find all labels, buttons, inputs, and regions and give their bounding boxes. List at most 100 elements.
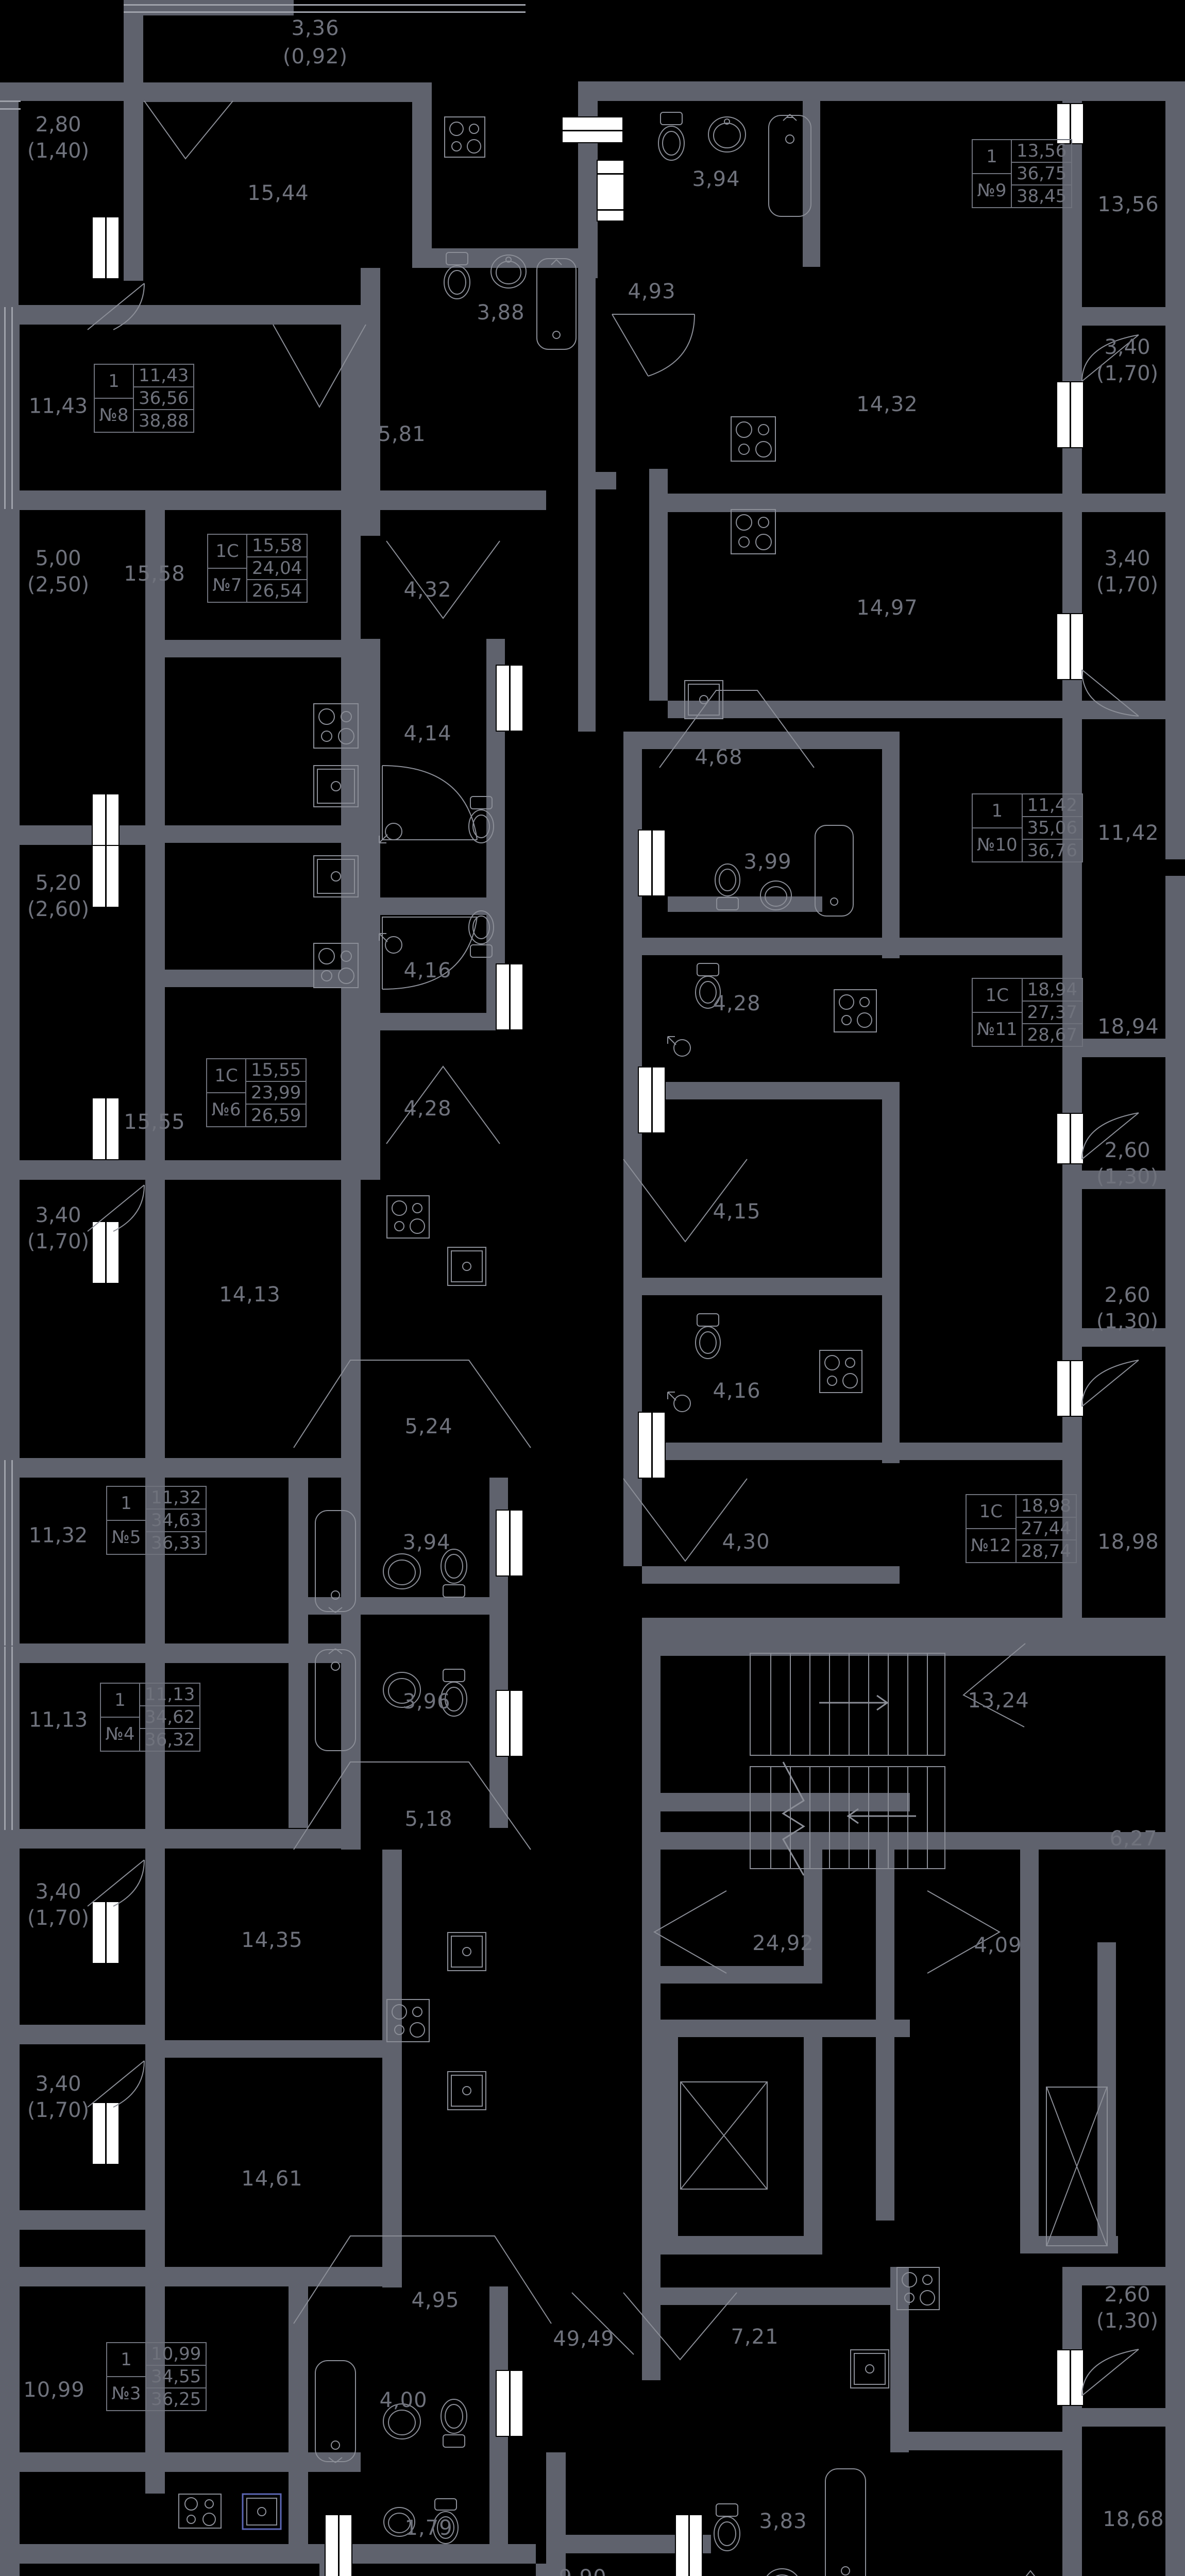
apt-living-area: 15,55 <box>246 1059 306 1082</box>
door-swing-31 <box>1077 2344 1144 2401</box>
apartment-info-apt-4[interactable]: 1 №4 11,13 34,62 36,32 <box>100 1683 201 1752</box>
apt-total-area: 28,74 <box>1021 1541 1071 1562</box>
balcony-line-top-left-b <box>0 108 21 110</box>
wall-h-r8 <box>900 1637 1185 1656</box>
balcony-area: 11,13 <box>28 1708 88 1732</box>
door-swing-20 <box>618 1154 752 1247</box>
balcony-label: 5,00 (2,50) <box>27 546 89 598</box>
apt-number: №6 <box>211 1099 241 1120</box>
apartment-info-apt-5[interactable]: 1 №5 11,32 34,63 36,33 <box>106 1486 207 1555</box>
toilet-icon-6 <box>690 963 725 1013</box>
apt-rooms: 1 <box>107 1487 145 1521</box>
wall-top-band <box>578 81 1185 101</box>
apt-living-area: 18,98 <box>1016 1495 1076 1518</box>
area-label: 4,28 <box>713 992 761 1015</box>
balcony-area: 2,60 <box>1104 1283 1150 1307</box>
wall-vert-b <box>412 82 432 268</box>
wall-right-edge-1 <box>1165 81 1185 324</box>
balcony-coef: (2,60) <box>27 897 90 921</box>
wall-h-l14 <box>0 2025 165 2044</box>
area-label: 4,32 <box>403 578 452 602</box>
wall-h-left-3 <box>0 490 361 510</box>
apartment-info-apt-9[interactable]: 1 №9 13,56 36,75 38,45 <box>972 139 1073 208</box>
toilet-icon-4 <box>464 907 499 958</box>
apt-living-area: 18,94 <box>1022 979 1082 1002</box>
wall-left-outer-3 <box>0 510 20 1180</box>
apt-number: №11 <box>977 1019 1018 1040</box>
window-mid-3 <box>496 1510 523 1577</box>
wall-center-low-13 <box>1020 1850 1039 2241</box>
wall-v-left-3 <box>145 510 165 1180</box>
area-label: 13,24 <box>968 1689 1029 1713</box>
wall-vert-c <box>578 82 598 278</box>
window-mid-2 <box>496 963 523 1030</box>
area-label: 18,94 <box>1097 1015 1159 1039</box>
apartment-info-apt-11[interactable]: 1С №11 18,94 27,37 28,67 <box>972 978 1083 1047</box>
apartment-info-apt-12[interactable]: 1С №12 18,98 27,44 28,74 <box>966 1494 1077 1563</box>
area-label: 11,42 <box>1097 821 1159 845</box>
wall-h-m6 <box>361 897 505 915</box>
door-swing-4 <box>268 319 371 412</box>
apartment-info-apt-10[interactable]: 1 №10 11,42 35,06 36,76 <box>972 793 1083 862</box>
wall-v-l30 <box>546 2452 566 2576</box>
balcony-area: 3,40 <box>35 1879 81 1904</box>
wall-center-low-8 <box>642 2020 910 2037</box>
apt-right-col: 13,56 36,75 38,45 <box>1012 140 1072 207</box>
apartment-info-apt-3[interactable]: 1 №3 10,99 34,55 36,25 <box>106 2342 207 2411</box>
wall-h-m3 <box>165 825 361 843</box>
apt-total-area: 38,88 <box>139 411 189 431</box>
wall-center-low-5 <box>804 1850 822 1984</box>
washbasin-icon-5 <box>757 876 794 913</box>
balcony-coef: (1,70) <box>1096 573 1159 597</box>
toilet-icon-7 <box>690 1313 725 1363</box>
apt-left-col: 1С №7 <box>208 535 247 602</box>
window-mid-7 <box>675 2514 703 2576</box>
area-label: 5,24 <box>404 1415 453 1438</box>
apartment-info-apt-8[interactable]: 1 №8 11,43 36,56 38,88 <box>94 364 195 433</box>
area-label: 3,94 <box>692 167 740 191</box>
apt-area: 24,04 <box>247 557 307 580</box>
balcony-label: 3,40 (1,70) <box>27 2071 89 2124</box>
wall-stair-box-top <box>642 1618 1185 1638</box>
wall-right-outer-3 <box>1062 719 1082 1039</box>
apartment-info-apt-7[interactable]: 1С №7 15,58 24,04 26,54 <box>207 534 308 603</box>
sink-icon-1 <box>313 765 359 807</box>
window-mid-6 <box>325 2514 352 2576</box>
area-label: 4,15 <box>713 1200 761 1224</box>
balcony-label: 3,40 (1,70) <box>27 1202 89 1255</box>
door-swing-8 <box>381 1061 505 1149</box>
area-label: 4,09 <box>974 1934 1022 1957</box>
stove-icon-3 <box>444 116 485 158</box>
area-label: 14,13 <box>219 1283 281 1307</box>
balcony-label: 5,20 (2,60) <box>27 870 89 923</box>
stove-icon-9 <box>386 1999 430 2042</box>
apt-total-area: 36,32 <box>145 1730 195 1750</box>
balcony-line-topbar-b <box>124 11 526 13</box>
wall-h-r5 <box>1062 1171 1185 1189</box>
balcony-area: 5,20 <box>35 871 81 895</box>
wall-v-l9 <box>341 1180 361 1850</box>
apt-area: 35,06 <box>1022 817 1082 840</box>
area-label: 3,83 <box>759 2510 807 2533</box>
elevator-cabin-right <box>1046 2087 1108 2246</box>
balcony-coef: (2,50) <box>27 573 90 597</box>
apt-number: №5 <box>111 1527 141 1548</box>
wall-hseg-2 <box>412 248 598 268</box>
wall-right-band-1 <box>1062 307 1185 326</box>
apt-left-col: 1 №4 <box>101 1684 140 1751</box>
apt-rooms: 1С <box>207 1059 245 1093</box>
apt-left-col: 1 №3 <box>107 2343 146 2410</box>
door-swing-12 <box>634 1886 732 1978</box>
toilet-icon-10 <box>436 2396 472 2448</box>
window-right-1 <box>1056 381 1084 448</box>
apartment-info-apt-6[interactable]: 1С №6 15,55 23,99 26,59 <box>206 1058 307 1127</box>
window-left-4 <box>92 1097 120 1160</box>
balcony-coef: (1,70) <box>27 2098 90 2122</box>
balcony-line-l4 <box>11 1460 13 1646</box>
window-right-3 <box>1056 1113 1084 1164</box>
wall-outer-top-left <box>0 82 124 101</box>
wall-h-c11 <box>642 1566 900 1584</box>
area-label: 10,99 <box>23 2378 85 2402</box>
door-swing-25 <box>82 1855 149 1911</box>
